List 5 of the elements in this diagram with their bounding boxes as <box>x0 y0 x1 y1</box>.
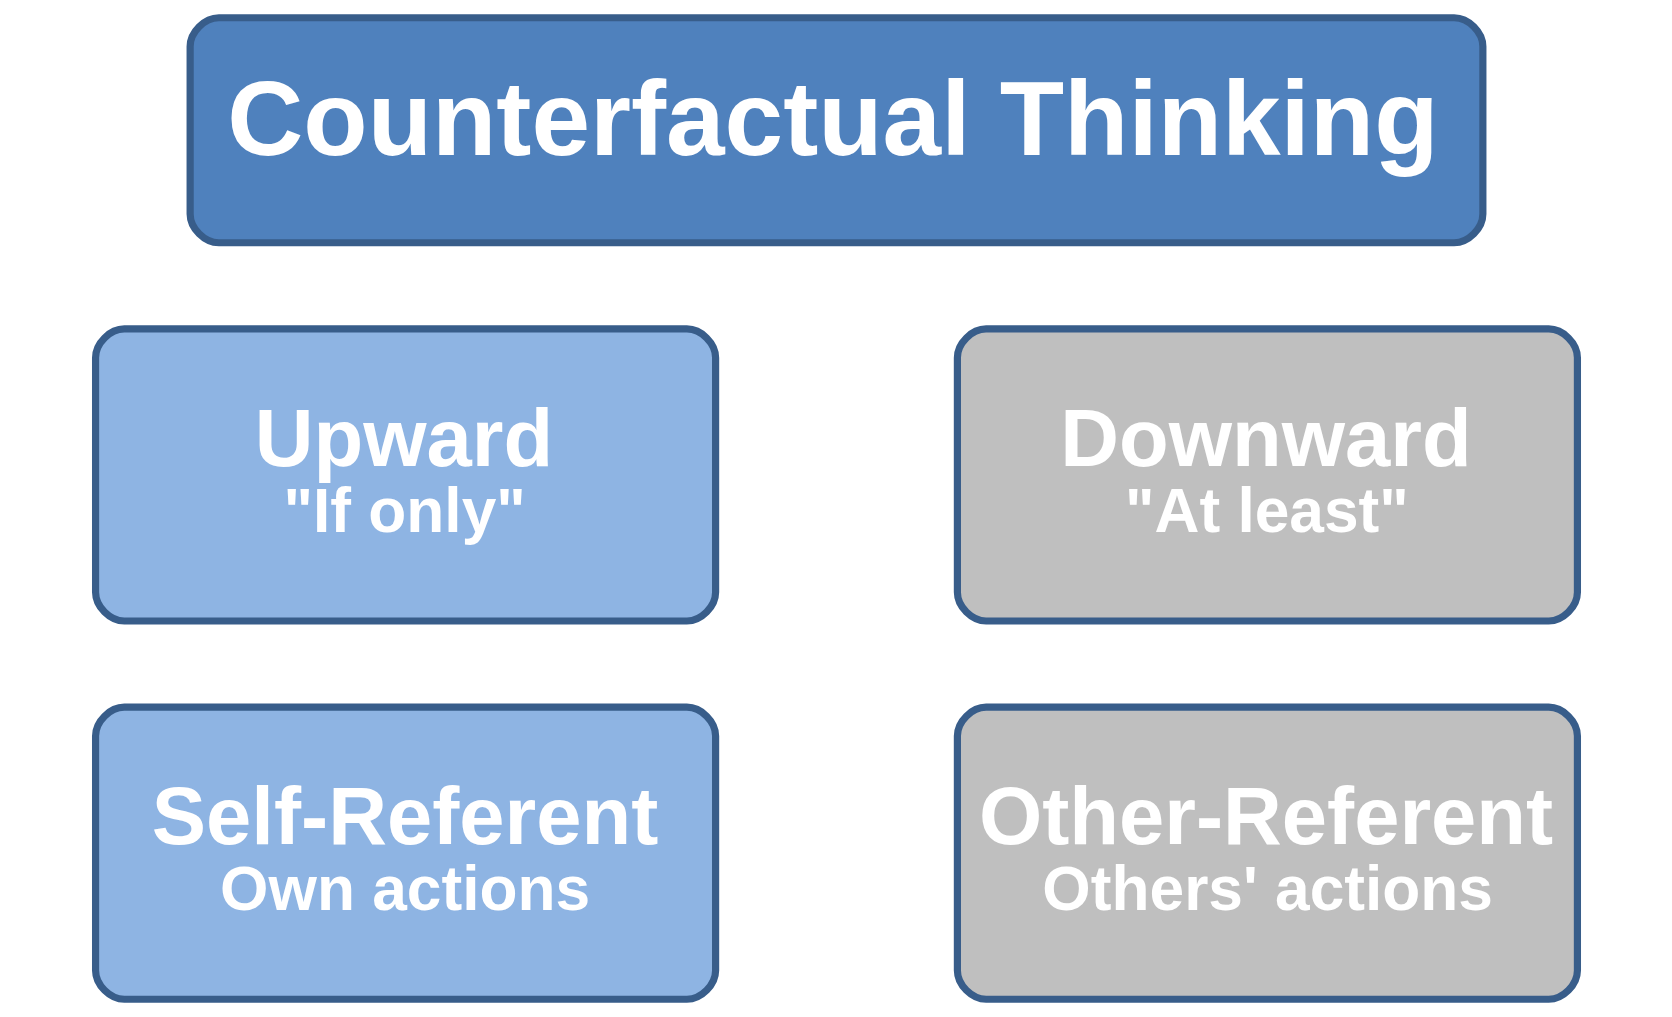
node-box: Other-Referent Others' actions <box>953 703 1581 1003</box>
node-box: Downward "At least" <box>953 325 1581 625</box>
node-box: Self-Referent Own actions <box>91 703 719 1003</box>
node-box: Counterfactual Thinking <box>186 14 1486 247</box>
node-box: Upward "If only" <box>91 325 719 625</box>
